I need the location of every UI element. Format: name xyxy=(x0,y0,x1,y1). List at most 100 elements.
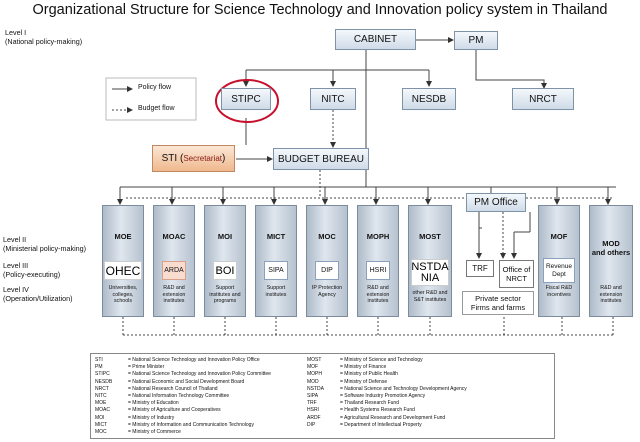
level-3-label: Level III (Policy-executing) xyxy=(3,261,60,279)
abbrev-meaning: = Ministry of Finance xyxy=(340,364,387,371)
legend-policy-flow: Policy flow xyxy=(138,84,172,91)
abbrev-meaning: = Prime Minister xyxy=(128,364,165,371)
revenue-label: Revenue xyxy=(545,262,573,270)
ministry-moc: MOC DIP IP Protection Agency xyxy=(306,205,348,317)
abbrev-meaning: = Ministry of Science and Technology xyxy=(340,357,423,363)
sti-secretariat-node: STI (Secretariat) xyxy=(152,145,235,172)
abbrev-meaning: = National Economic and Social Developme… xyxy=(128,378,245,385)
ministry-inner-unit: OHEC xyxy=(104,261,142,280)
abbrev-key: TRF xyxy=(307,400,317,407)
level-1-desc: (National policy-making) xyxy=(5,36,83,46)
nstda-label: NSTDA xyxy=(411,260,449,273)
pm-node: PM xyxy=(454,31,498,50)
abbrev-row: MOF = Ministry of Finance xyxy=(307,364,467,371)
abbrev-key: DIP xyxy=(307,421,316,428)
ministry-label: MOC xyxy=(318,232,336,241)
abbrev-row: NRCT = National Research Council of Thail… xyxy=(95,386,271,393)
level-4-label: Level IV (Operation/Utilization) xyxy=(3,285,73,303)
abbrev-row: MOPH= Ministry of Public Health xyxy=(307,371,467,378)
ministry-desc: R&D and extension institutes xyxy=(599,285,623,304)
abbrev-meaning: = Agricultural Research and Development … xyxy=(340,414,446,421)
abbrev-row: PM = Prime Minister xyxy=(95,364,271,371)
abbrev-row: NITC = National Information Technology Co… xyxy=(95,393,271,400)
abbrev-row: STI= National Science Technology and Inn… xyxy=(95,357,271,364)
abbrev-key: HSRI xyxy=(307,407,319,414)
office-nrct-node: Office of NRCT xyxy=(499,260,534,288)
abbrev-row: SIPA = Software Industry Promotion Agency xyxy=(307,393,467,400)
abbrev-meaning: = National Information Technology Commit… xyxy=(128,393,230,400)
abbrev-row: TRF= Thailand Research Fund xyxy=(307,400,467,407)
ministry-inner-unit: SIPA xyxy=(264,261,288,280)
ministry-label: MOD and others xyxy=(590,239,632,257)
private-sector-label: Private sector xyxy=(475,294,521,303)
abbrev-row: NESDB= National Economic and Social Deve… xyxy=(95,379,271,386)
ministry-moph: MOPH HSRI R&D and extension institutes xyxy=(357,205,399,317)
stipc-node: STIPC xyxy=(221,88,271,110)
abbrev-row: MOC = Ministry of Commerce xyxy=(95,429,271,436)
abbrev-row: MOI= Ministry of Industry xyxy=(95,415,271,422)
abbrev-key: ARDF xyxy=(307,414,321,421)
abbrev-key: NITC xyxy=(95,393,107,400)
ministry-inner-unit: DIP xyxy=(315,261,339,280)
ministry-desc: Fiscal R&D incentives xyxy=(545,285,573,298)
sti-label: STI ( xyxy=(161,153,184,164)
abbrev-key: NRCT xyxy=(95,385,109,392)
private-sector-node: Private sector Firms and farms xyxy=(462,291,534,315)
abbrev-right-column: MOST = Ministry of Science and Technology… xyxy=(307,357,467,429)
level-4-desc: (Operation/Utilization) xyxy=(3,293,73,303)
abbrev-row: DIP= Department of Intellectual Property xyxy=(307,422,467,429)
cabinet-node: CABINET xyxy=(335,29,416,50)
ministry-mof: MOF Revenue Dept Fiscal R&D incentives xyxy=(538,205,580,317)
abbrev-meaning: = Ministry of Defense xyxy=(340,378,388,385)
abbrev-key: MOC xyxy=(95,429,107,436)
abbreviations-legend: STI= National Science Technology and Inn… xyxy=(90,353,555,439)
abbrev-meaning: = National Research Council of Thailand xyxy=(128,385,218,392)
abbrev-key: MOAC xyxy=(95,407,110,414)
ministry-inner-unit: NSTDA NIA xyxy=(411,259,449,286)
ministry-inner-unit: HSRI xyxy=(366,261,390,280)
level-1-label: Level I (National policy-making) xyxy=(5,28,83,46)
abbrev-key: SIPA xyxy=(307,393,319,400)
ministry-label: MOST xyxy=(419,232,441,241)
level-2-desc: (Ministerial policy-making) xyxy=(3,243,87,253)
trf-node: TRF xyxy=(466,260,494,277)
ministry-moi: MOI BOI Support institutes and programs xyxy=(204,205,246,317)
abbrev-key: MOE xyxy=(95,400,107,407)
abbrev-meaning: = Ministry of Education xyxy=(128,400,179,407)
abbrev-row: MOD= Ministry of Defense xyxy=(307,379,467,386)
abbrev-key: PM xyxy=(95,364,103,371)
nesdb-node: NESDB xyxy=(402,88,456,110)
abbrev-row: MOAC= Ministry of Agriculture and Cooper… xyxy=(95,407,271,414)
ministry-desc: IP Protection Agency xyxy=(311,285,343,298)
secretariat-label: Secretariat xyxy=(183,154,222,163)
ministry-label: MICT xyxy=(266,232,286,241)
abbrev-key: MOPH xyxy=(307,371,322,378)
abbrev-row: STIPC= National Science Technology and I… xyxy=(95,371,271,378)
abbrev-meaning: = Ministry of Commerce xyxy=(128,429,181,436)
abbrev-key: MOST xyxy=(307,357,322,363)
ministry-moac: MOAC ARDA R&D and extension institutes xyxy=(153,205,195,317)
diagram-title: Organizational Structure for Science Tec… xyxy=(32,2,608,18)
firms-farms-label: Firms and farms xyxy=(470,303,526,312)
abbrev-key: MOI xyxy=(95,414,105,421)
ministry-label: MOAC xyxy=(162,232,186,241)
ministry-moe: MOE OHEC Universities, colleges, schools xyxy=(102,205,144,317)
level-4-name: Level IV xyxy=(3,285,29,294)
level-2-name: Level II xyxy=(3,235,27,244)
legend-budget-flow: Budget flow xyxy=(138,105,175,112)
mod-label: MOD xyxy=(602,239,620,248)
abbrev-key: NSTDA xyxy=(307,385,324,392)
abbrev-key: STIPC xyxy=(95,371,110,378)
budget-bureau-node: BUDGET BUREAU xyxy=(273,148,369,170)
ministry-mict: MICT SIPA Support institutes xyxy=(255,205,297,317)
abbrev-meaning: = Health Systems Research Fund xyxy=(340,407,415,414)
dept-label: Dept xyxy=(552,270,566,278)
abbrev-key: MICT xyxy=(95,421,108,428)
abbrev-row: MOST = Ministry of Science and Technology xyxy=(307,357,467,364)
abbrev-key: MOF xyxy=(307,364,319,371)
ministry-inner-unit: ARDA xyxy=(162,261,186,280)
abbrev-meaning: = Software Industry Promotion Agency xyxy=(340,393,426,400)
abbrev-meaning: = National Science and Technology Develo… xyxy=(340,385,467,392)
abbrev-meaning: = National Science Technology and Innova… xyxy=(128,357,260,363)
abbrev-row: ARDF = Agricultural Research and Developm… xyxy=(307,415,467,422)
